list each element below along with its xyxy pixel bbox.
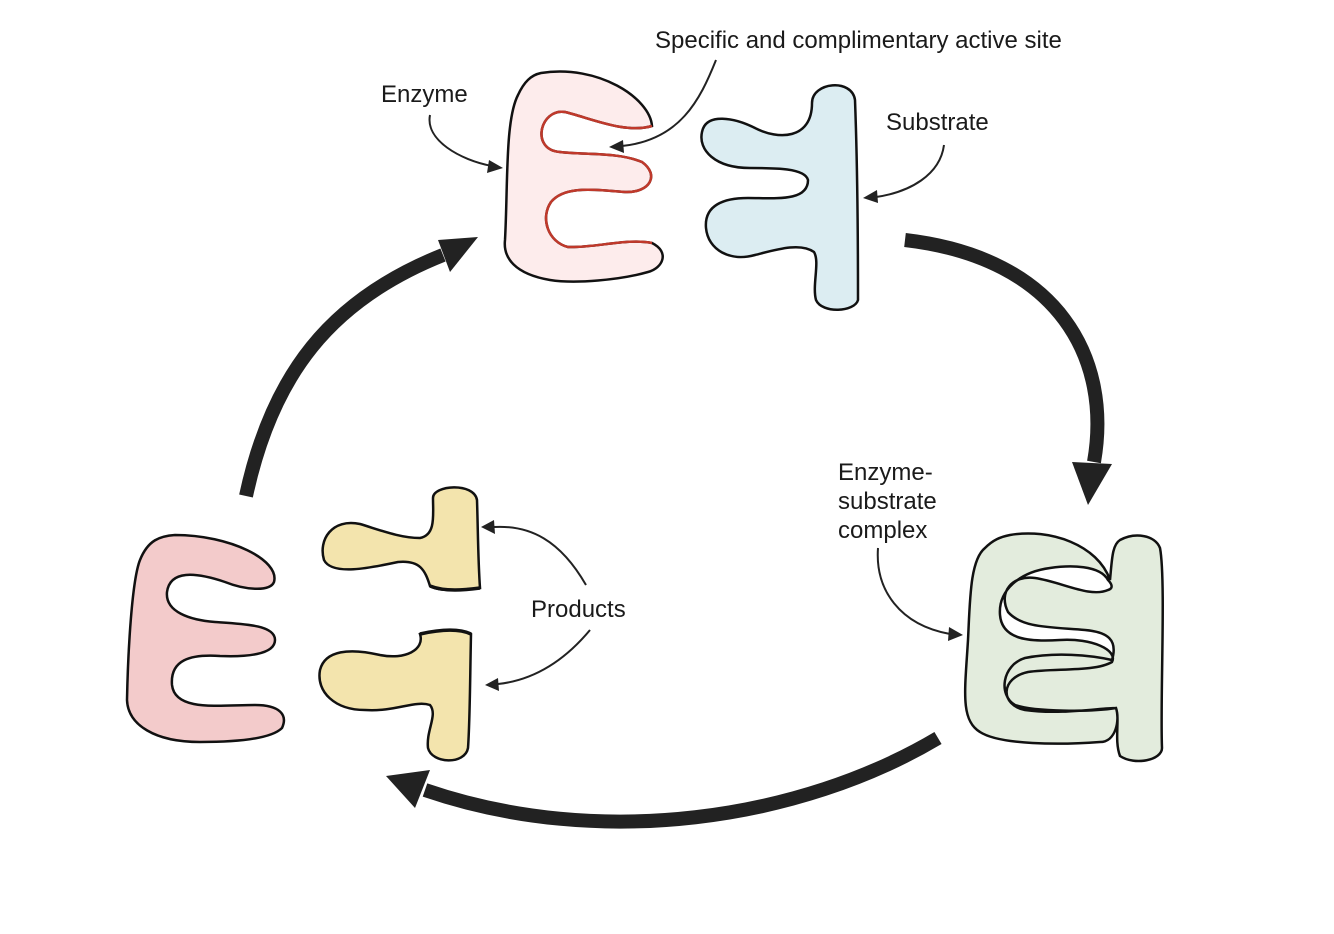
- products-label: Products: [531, 596, 626, 623]
- substrate-shape: [700, 84, 860, 311]
- enzyme-shape: [503, 70, 664, 283]
- substrate-pointer-arrow: [863, 144, 945, 203]
- complex-label-line1: Enzyme-: [838, 459, 933, 486]
- pointer-arrows: [428, 59, 963, 691]
- enzyme-label: Enzyme: [381, 81, 468, 108]
- cycle-arrow-complex-to-products: [386, 731, 942, 829]
- complex-label-line3: complex: [838, 517, 928, 544]
- complex-label-line2: substrate: [838, 488, 937, 515]
- cycle-arrows: [239, 233, 1112, 829]
- active-site-label: Specific and complimentary active site: [655, 27, 1062, 54]
- active-site-pointer-arrow: [609, 59, 717, 153]
- products-pointer-arrow-bottom: [485, 629, 591, 691]
- cycle-arrow-products-to-enzyme: [239, 237, 478, 498]
- product-bottom-shape: [318, 628, 473, 762]
- complex-shape: [963, 532, 1164, 763]
- active-site-outline: [540, 110, 653, 249]
- products-pointer-arrow-top: [481, 520, 587, 586]
- complex-pointer-arrow: [876, 547, 963, 641]
- product-top-shape: [321, 486, 482, 592]
- released-enzyme-shape: [125, 533, 286, 744]
- cycle-arrow-enzyme-to-complex: [904, 233, 1112, 505]
- substrate-label: Substrate: [886, 109, 989, 136]
- enzyme-pointer-arrow: [428, 114, 503, 173]
